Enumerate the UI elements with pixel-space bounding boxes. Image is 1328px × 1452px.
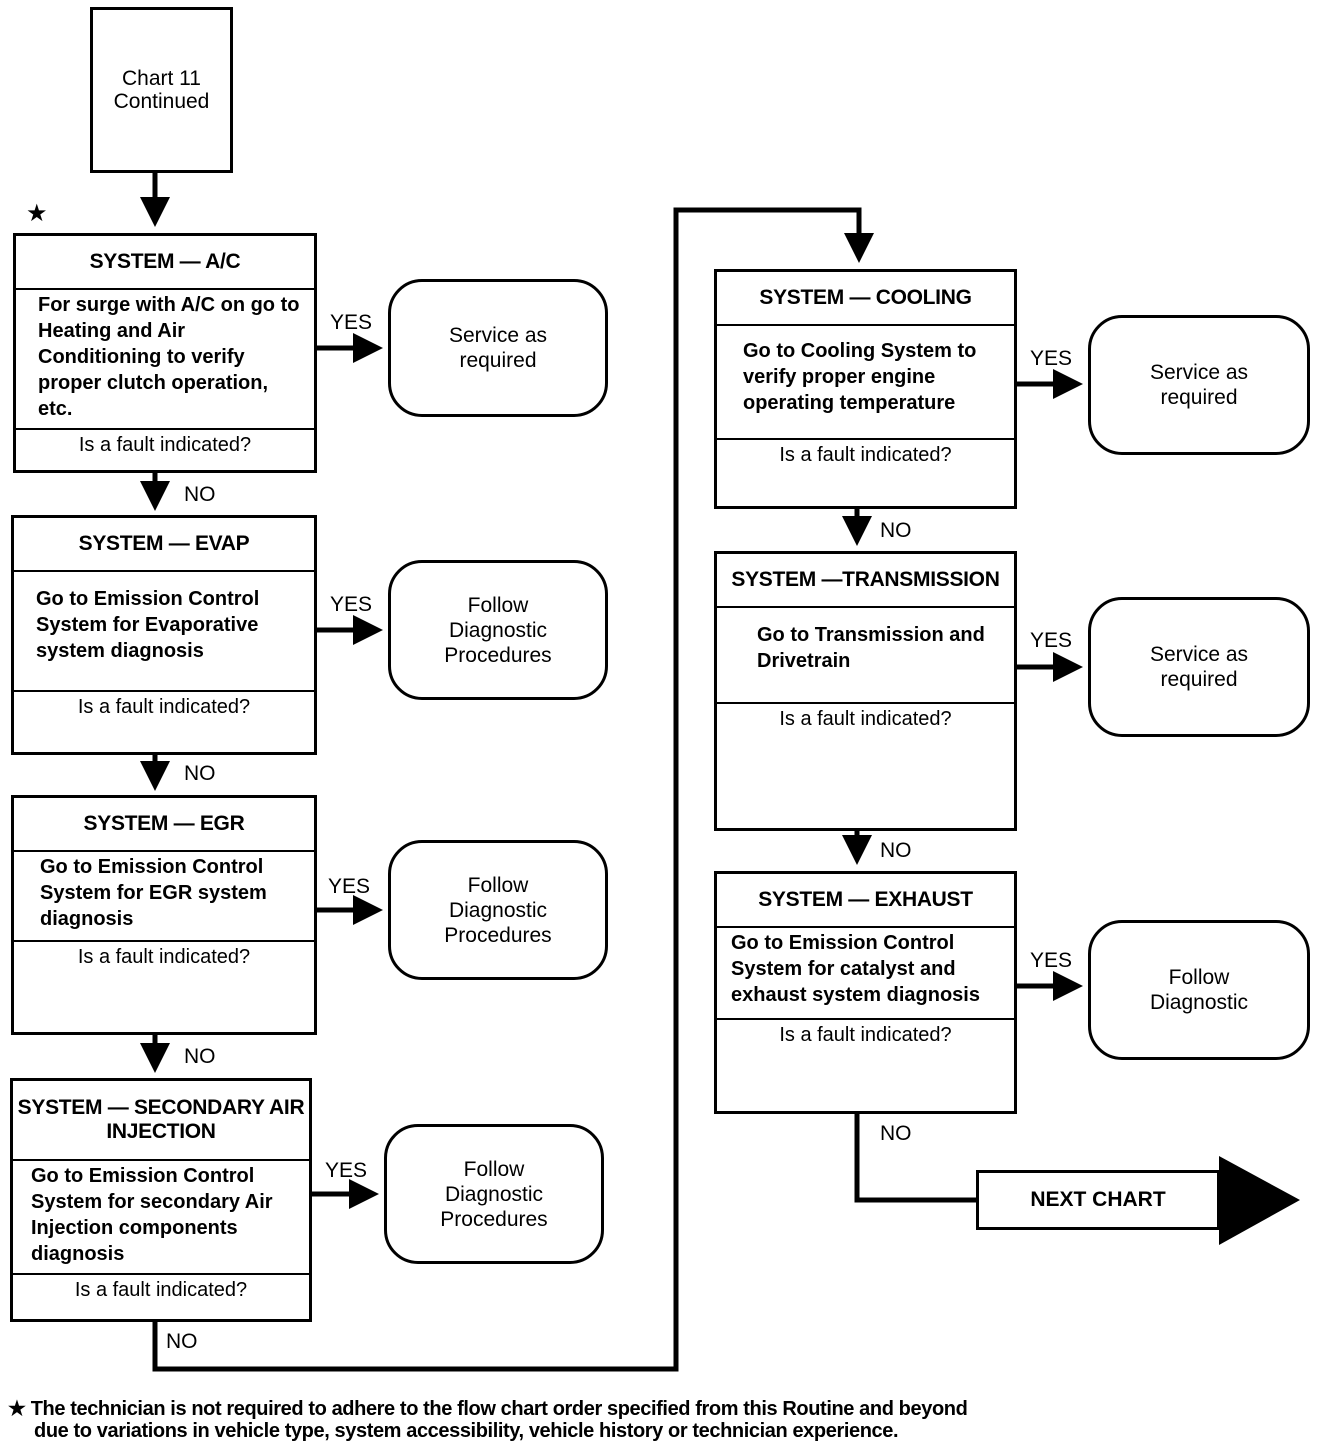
step-body: Go to Emission Control System for cataly…	[717, 928, 1014, 1020]
result-line: required	[1160, 668, 1238, 691]
no-label: NO	[184, 762, 216, 785]
result-line: Service as	[448, 324, 548, 347]
step-question: Is a fault indicated?	[78, 434, 252, 456]
no-label: NO	[166, 1330, 198, 1353]
yes-label: YES	[1030, 949, 1073, 972]
yes-label: YES	[330, 311, 373, 334]
step-body: Go to Emission Control System for Evapor…	[14, 572, 314, 692]
step-cooling: SYSTEM — COOLING Go to Cooling System to…	[714, 269, 1017, 509]
result-line: Procedures	[444, 923, 552, 947]
footnote: ★ The technician is not required to adhe…	[8, 1398, 1308, 1442]
no-label: NO	[880, 839, 912, 862]
star-icon: ★	[8, 1398, 26, 1420]
yes-label: YES	[1030, 629, 1073, 652]
step-body: Go to Emission Control System for EGR sy…	[14, 852, 314, 942]
next-chart-box: NEXT CHART	[976, 1170, 1220, 1230]
result-line: required	[459, 349, 537, 372]
step-ac: SYSTEM — A/C For surge with A/C on go to…	[13, 233, 317, 473]
step-question: Is a fault indicated?	[74, 1279, 248, 1301]
result-line: Diagnostic	[1149, 991, 1249, 1014]
result-line: Service as	[1149, 361, 1249, 384]
step-body: For surge with A/C on go to Heating and …	[16, 290, 314, 430]
step-title: SYSTEM — EXHAUST	[717, 874, 1014, 928]
yes-label: YES	[330, 593, 373, 616]
yes-label: YES	[325, 1159, 368, 1182]
step-body: Go to Transmission and Drivetrain	[717, 608, 1014, 704]
step-question: Is a fault indicated?	[779, 1024, 952, 1046]
result-line: Service as	[1149, 643, 1249, 666]
step-title: SYSTEM — A/C	[16, 236, 314, 290]
result-line: Diagnostic	[448, 618, 548, 642]
result-line: Follow	[463, 1157, 525, 1181]
step-egr: SYSTEM — EGR Go to Emission Control Syst…	[11, 795, 317, 1035]
result-line: required	[1160, 386, 1238, 409]
step-body: Go to Cooling System to verify proper en…	[717, 326, 1014, 440]
result-line: Follow	[1168, 966, 1230, 989]
step-title: SYSTEM — SECONDARY AIR INJECTION	[13, 1081, 309, 1161]
result-line: Follow	[467, 873, 529, 897]
footnote-line1: The technician is not required to adhere…	[30, 1398, 968, 1420]
yes-label: YES	[1030, 347, 1073, 370]
no-label: NO	[184, 483, 216, 506]
no-label: NO	[880, 1122, 912, 1145]
no-label: NO	[184, 1045, 216, 1068]
no-label: NO	[880, 519, 912, 542]
arrow-exhaust-to-next	[854, 1112, 978, 1203]
step-title: SYSTEM — EGR	[14, 798, 314, 852]
result-line: Procedures	[440, 1207, 548, 1231]
step-question: Is a fault indicated?	[779, 444, 952, 466]
arrow-secondary-to-cooling	[152, 207, 874, 1372]
next-chart-arrowhead	[1219, 1156, 1300, 1245]
yes-label: YES	[328, 875, 371, 898]
step-question: Is a fault indicated?	[77, 946, 251, 968]
step-question: Is a fault indicated?	[779, 708, 952, 730]
star-icon: ★	[26, 200, 48, 227]
step-title: SYSTEM —TRANSMISSION	[717, 554, 1014, 608]
step-exhaust: SYSTEM — EXHAUST Go to Emission Control …	[714, 871, 1017, 1114]
step-secondary-air: SYSTEM — SECONDARY AIR INJECTION Go to E…	[10, 1078, 312, 1322]
step-evap: SYSTEM — EVAP Go to Emission Control Sys…	[11, 515, 317, 755]
step-title: SYSTEM — COOLING	[717, 272, 1014, 326]
result-line: Diagnostic	[448, 898, 548, 922]
result-line: Procedures	[444, 643, 552, 667]
footnote-line2: due to variations in vehicle type, syste…	[34, 1420, 899, 1442]
start-line2: Continued	[113, 90, 210, 113]
step-transmission: SYSTEM —TRANSMISSION Go to Transmission …	[714, 551, 1017, 831]
start-line1: Chart 11	[122, 67, 201, 90]
step-body: Go to Emission Control System for second…	[13, 1161, 309, 1275]
result-line: Diagnostic	[444, 1182, 544, 1206]
step-title: SYSTEM — EVAP	[14, 518, 314, 572]
result-line: Follow	[467, 593, 529, 617]
step-question: Is a fault indicated?	[77, 696, 251, 718]
